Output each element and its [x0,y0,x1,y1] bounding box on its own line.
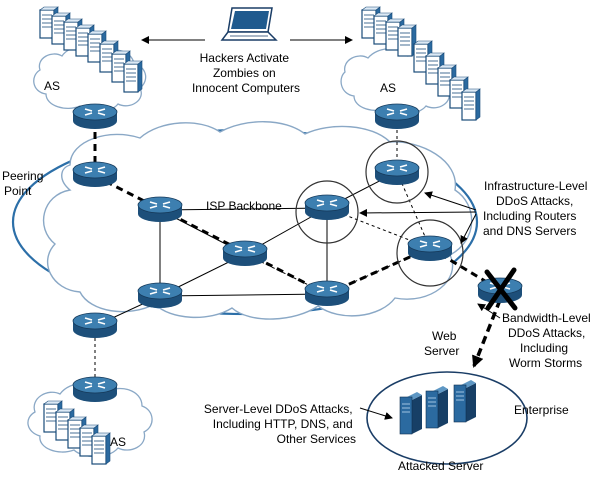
router-icon [72,312,118,339]
as-label-top-left: AS [44,79,60,93]
bandwidth-line-1: Bandwidth-Level [502,311,591,325]
router-icon [72,376,118,403]
infra-line-2: DDoS Attacks, [496,194,573,208]
server-level-attack-label: Server-Level DDoS Attacks, Including HTT… [204,402,356,446]
laptop-icon [220,7,278,41]
infra-line-4: and DNS Servers [483,224,576,238]
router-icon [374,159,420,186]
peering-line-1: Peering [2,169,43,183]
server-level-line-3: Other Services [277,432,356,446]
attack-circle-1 [365,140,429,204]
as-label-top-right: AS [380,81,396,95]
infra-line-1: Infrastructure-Level [484,179,587,193]
router-icon [222,240,268,267]
x-mark-icon [484,267,518,311]
server-level-line-1: Server-Level DDoS Attacks, [204,402,353,416]
hackers-label: Hackers Activate Zombies on Innocent Com… [192,51,300,95]
isp-backbone-label: ISP Backbone [206,199,282,213]
web-server-line-2: Server [424,344,459,358]
router-icon [137,196,183,223]
bandwidth-line-3: Including [520,341,568,355]
attack-circle-3 [396,219,464,287]
server-level-line-2: Including HTTP, DNS, and [213,417,353,431]
router-icon [137,282,183,309]
bandwidth-attack-label: Bandwidth-Level DDoS Attacks, Including … [502,311,594,370]
peering-line-2: Point [4,184,32,198]
hackers-line-2: Zombies on [213,66,276,80]
attack-circle-2 [295,180,359,244]
router-icon [304,280,350,307]
enterprise-label: Enterprise [514,403,569,417]
router-icon [304,194,350,221]
router-icon [407,235,453,262]
peering-point-label: Peering Point [2,169,47,198]
isp-backbone-cloud [42,121,473,320]
annotation-arrows [359,191,501,420]
bandwidth-line-2: DDoS Attacks, [508,326,585,340]
web-server-line-1: Web [432,329,457,343]
router-icon [72,103,118,130]
as-label-bottom: AS [110,435,126,449]
router-icon [374,103,420,130]
bandwidth-line-4: Worm Storms [509,356,582,370]
hackers-line-1: Hackers Activate [200,51,290,65]
web-server-label: Web Server [424,329,460,358]
attack-path-to-server [472,299,502,368]
router-icon [72,161,118,188]
attacked-server-label: Attacked Server [398,459,483,473]
infra-line-3: Including Routers [483,209,576,223]
hackers-line-3: Innocent Computers [192,81,300,95]
infrastructure-attack-label: Infrastructure-Level DDoS Attacks, Inclu… [483,179,591,238]
